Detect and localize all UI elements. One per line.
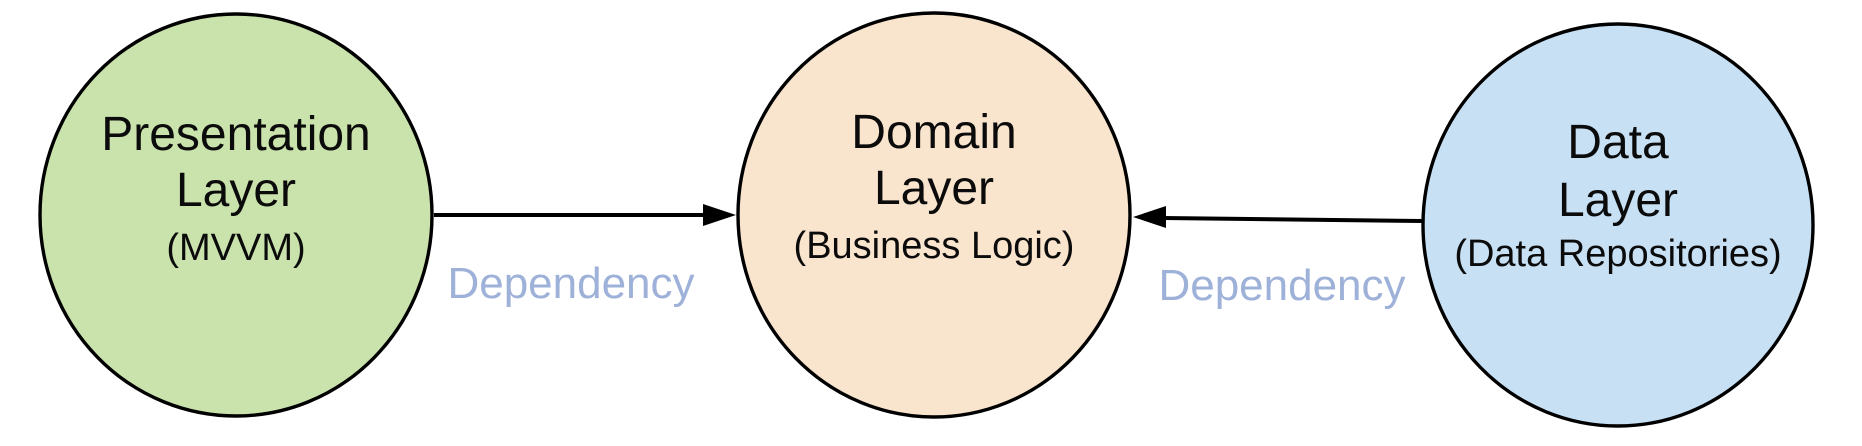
edge-presentation-to-domain: Dependency xyxy=(434,204,736,308)
presentation-layer-ellipse xyxy=(38,12,434,418)
domain-layer-title-line1: Domain xyxy=(851,106,1016,159)
node-presentation-layer: Presentation Layer (MVVM) xyxy=(38,12,434,418)
node-data-layer: Data Layer (Data Repositories) xyxy=(1421,22,1815,428)
domain-layer-title-line2: Layer xyxy=(874,162,994,215)
data-layer-ellipse xyxy=(1421,22,1815,428)
domain-layer-subtitle: (Business Logic) xyxy=(794,225,1075,267)
edge-data-to-domain: Dependency xyxy=(1133,206,1424,310)
presentation-layer-title-line1: Presentation xyxy=(101,108,371,161)
presentation-layer-title-line2: Layer xyxy=(176,164,296,217)
edge-label-dependency-right: Dependency xyxy=(1158,261,1405,310)
arrowhead-right-icon xyxy=(703,204,736,226)
data-layer-subtitle: (Data Repositories) xyxy=(1454,233,1781,275)
arrowhead-left-icon xyxy=(1133,206,1166,228)
data-layer-title-line1: Data xyxy=(1567,116,1669,169)
presentation-layer-subtitle: (MVVM) xyxy=(166,227,305,269)
edge-label-dependency-left: Dependency xyxy=(447,259,694,308)
data-layer-title-line2: Layer xyxy=(1558,174,1678,227)
node-domain-layer: Domain Layer (Business Logic) xyxy=(736,11,1132,419)
domain-layer-ellipse xyxy=(736,11,1132,419)
edge-line xyxy=(1162,216,1424,223)
